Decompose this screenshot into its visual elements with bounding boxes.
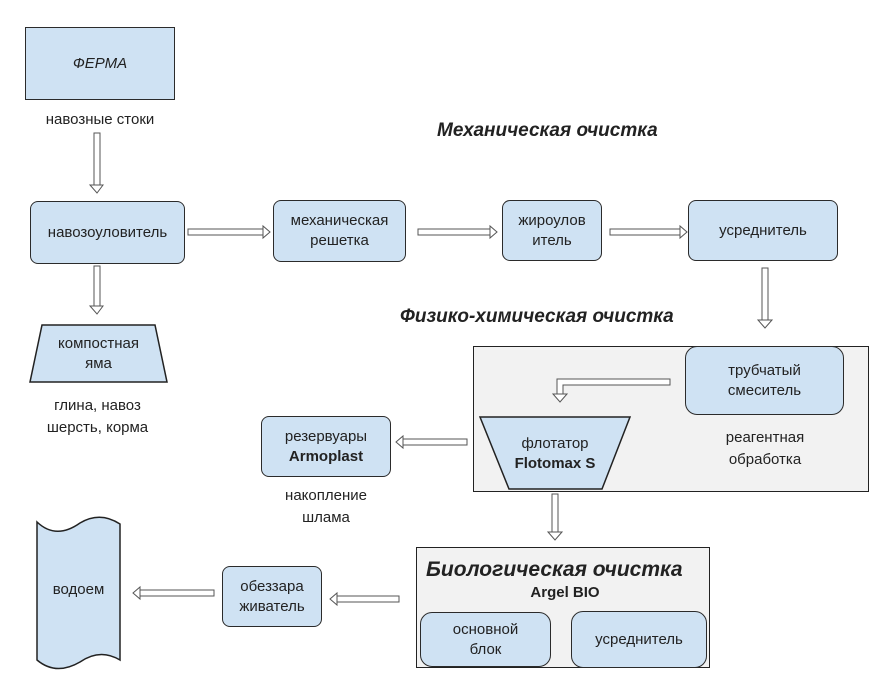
manure-trap-label: навозоуловитель (47, 223, 168, 241)
equalizer-box-2: усреднитель (571, 611, 707, 668)
physchem-heading: Физико-химическая очистка (400, 306, 674, 327)
equalizer-box-1: усреднитель (688, 200, 838, 261)
water-body-shape (36, 516, 121, 670)
mechanical-heading: Механическая очистка (437, 120, 658, 141)
compost-pit-shape (29, 324, 168, 383)
farm-output-label: навозные стоки (45, 111, 155, 128)
water-body-label: водоем (52, 581, 105, 598)
manure-trap-box: навозоуловитель (30, 201, 185, 264)
arrow-farm-trap (93, 132, 101, 186)
arrowhead (88, 184, 104, 194)
farm-box: ФЕРМА (25, 27, 175, 100)
flotator-shape (478, 416, 632, 490)
bio-heading: Биологическая очистка (426, 558, 683, 581)
bio-brand: Argel BIO (530, 584, 600, 601)
farm-label: ФЕРМА (72, 54, 128, 72)
